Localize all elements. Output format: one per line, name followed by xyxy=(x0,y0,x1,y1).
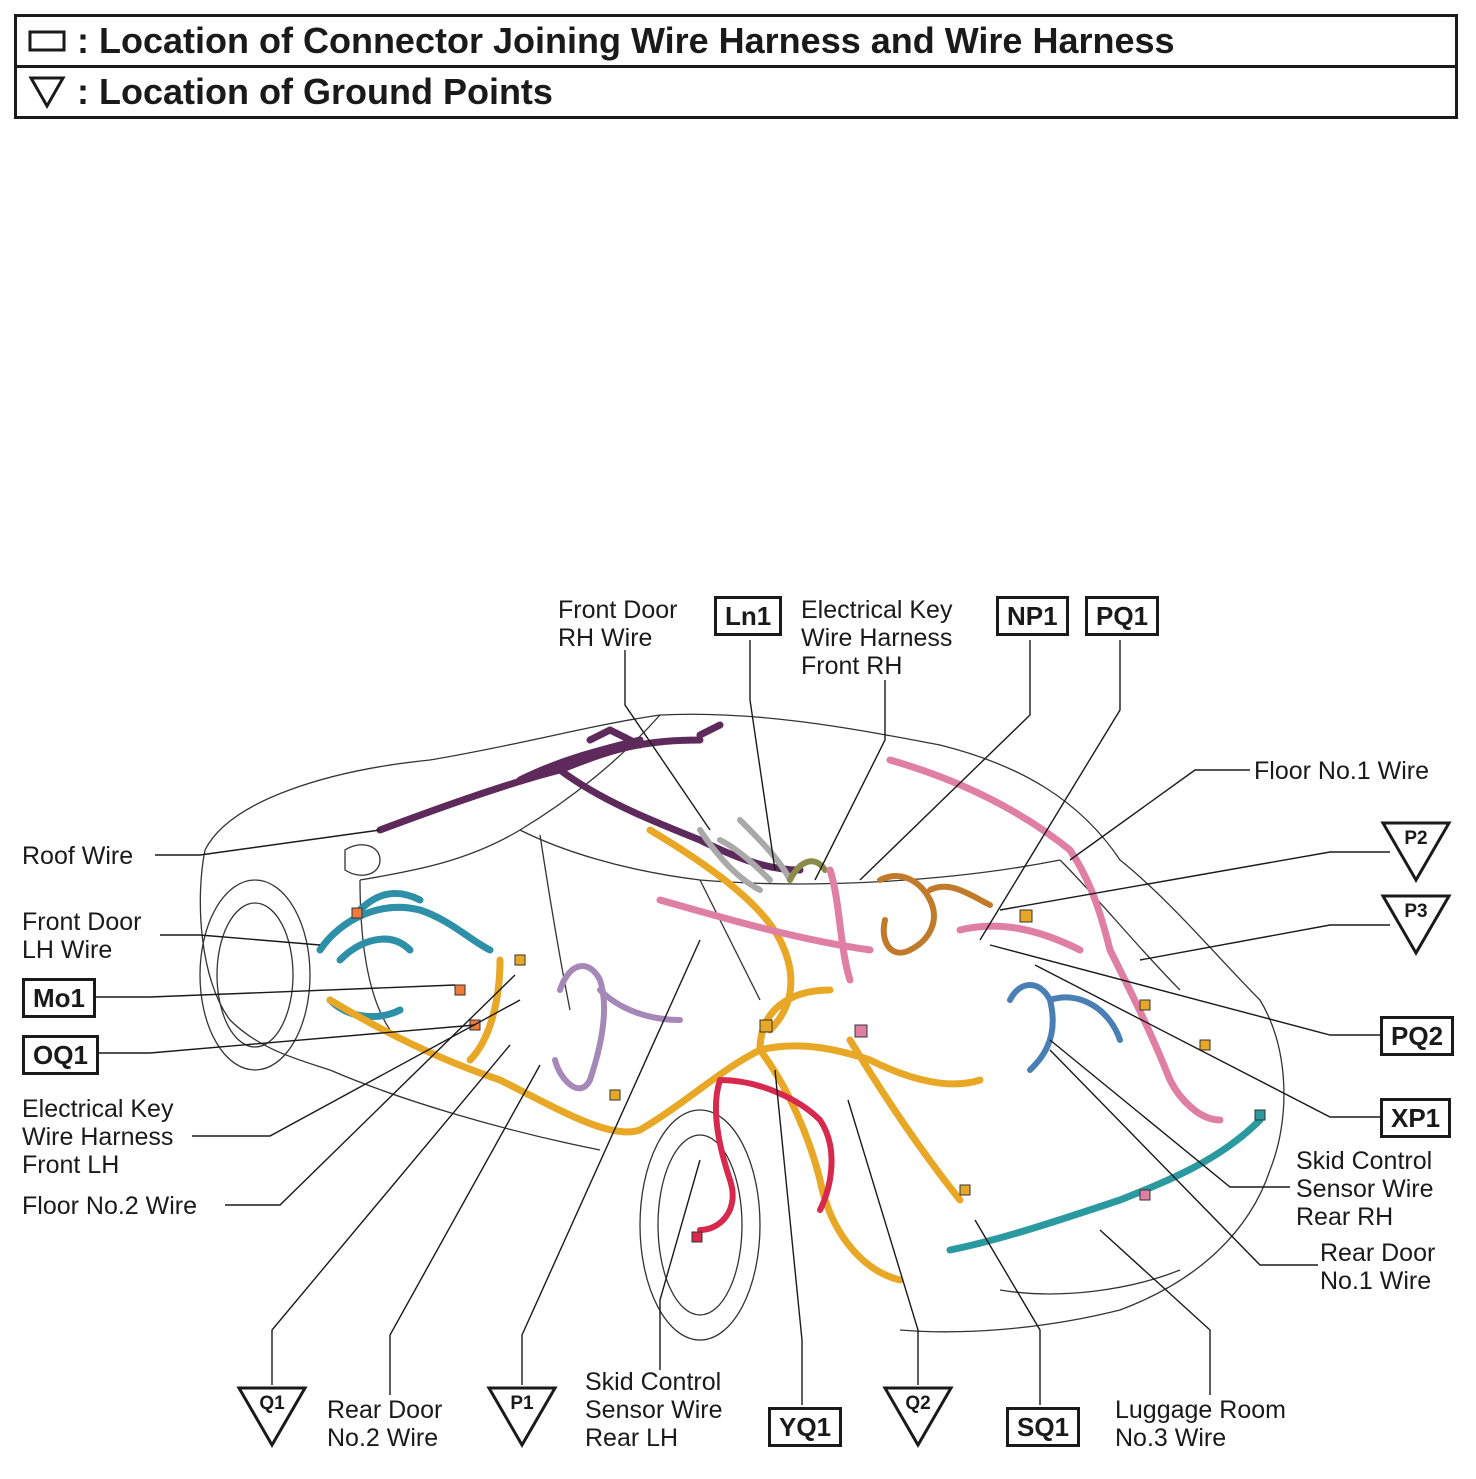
connector-code-yq1: YQ1 xyxy=(768,1407,843,1447)
legend-ground-row: : Location of Ground Points xyxy=(17,65,1455,116)
connector-code-pq1: PQ1 xyxy=(1085,596,1160,636)
ground-triangle-icon xyxy=(17,74,77,110)
ground-point-p2: P2 xyxy=(1380,820,1452,884)
label-skid-control-rear-rh: Skid Control Sensor Wire Rear RH xyxy=(1296,1147,1434,1231)
skid-rear-lh-wire-harness xyxy=(697,1077,835,1233)
legend-ground-text: : Location of Ground Points xyxy=(77,71,553,112)
ground-point-q2: Q2 xyxy=(882,1385,954,1449)
label-electrical-key-front-rh: Electrical Key Wire Harness Front RH xyxy=(801,596,953,680)
ground-label-p1: P1 xyxy=(510,1393,534,1414)
harness-wires xyxy=(316,721,1264,1284)
ground-triangle-icon xyxy=(1380,894,1452,956)
front-door-lh-wire-harness xyxy=(316,889,494,1021)
ground-label-p2: P2 xyxy=(1404,828,1428,849)
ground-point-p3: P3 xyxy=(1380,893,1452,957)
roof-wire-harness xyxy=(376,721,804,874)
ground-triangle-icon xyxy=(236,1386,308,1448)
label-floor-no2-wire: Floor No.2 Wire xyxy=(22,1192,198,1220)
label-rear-door-no1-wire: Rear Door No.1 Wire xyxy=(1320,1239,1436,1295)
label-floor-no1-wire: Floor No.1 Wire xyxy=(1254,757,1430,785)
connector-code-mo1: Mo1 xyxy=(22,978,96,1018)
connector-code-np1: NP1 xyxy=(996,596,1069,636)
legend-connector-row: : Location of Connector Joining Wire Har… xyxy=(17,17,1455,65)
connector-code-ln1: Ln1 xyxy=(714,596,783,636)
luggage-room-no3-wire-harness xyxy=(946,1116,1264,1254)
ground-triangle-icon xyxy=(882,1386,954,1448)
label-roof-wire: Roof Wire xyxy=(22,842,134,870)
ground-label-p3: P3 xyxy=(1404,901,1428,922)
legend-box: : Location of Connector Joining Wire Har… xyxy=(14,14,1458,119)
front-door-rh-wire-harness xyxy=(697,817,793,893)
rear-door-no1-wire-harness xyxy=(1007,982,1123,1073)
label-rear-door-no2-wire: Rear Door No.2 Wire xyxy=(327,1396,443,1452)
label-front-door-rh-wire: Front Door RH Wire xyxy=(558,596,678,652)
connector-code-oq1: OQ1 xyxy=(22,1035,99,1075)
car-body-outline xyxy=(199,713,1285,1341)
floor-no1-wire-harness xyxy=(656,756,1224,1124)
label-front-door-lh-wire: Front Door LH Wire xyxy=(22,908,142,964)
label-luggage-room-no3-wire: Luggage Room No.3 Wire xyxy=(1115,1396,1286,1452)
label-electrical-key-front-lh: Electrical Key Wire Harness Front LH xyxy=(22,1095,174,1179)
connector-code-xp1: XP1 xyxy=(1380,1098,1452,1138)
ground-label-q1: Q1 xyxy=(259,1393,285,1414)
ground-triangle-icon xyxy=(486,1386,558,1448)
label-skid-control-rear-lh: Skid Control Sensor Wire Rear LH xyxy=(585,1368,723,1452)
connector-code-sq1: SQ1 xyxy=(1006,1407,1081,1447)
connector-code-pq2: PQ2 xyxy=(1380,1016,1455,1056)
legend-connector-text: : Location of Connector Joining Wire Har… xyxy=(77,20,1175,61)
connector-box-icon xyxy=(17,27,77,55)
rear-door-no2-wire-harness xyxy=(552,963,683,1092)
ground-point-q1: Q1 xyxy=(236,1385,308,1449)
ground-triangle-icon xyxy=(1380,821,1452,883)
floor-no2-wire-harness xyxy=(326,826,984,1284)
np1-harness xyxy=(877,873,993,956)
ground-point-p1: P1 xyxy=(486,1385,558,1449)
leader-lines xyxy=(92,640,1390,1405)
ground-label-q2: Q2 xyxy=(905,1393,931,1414)
